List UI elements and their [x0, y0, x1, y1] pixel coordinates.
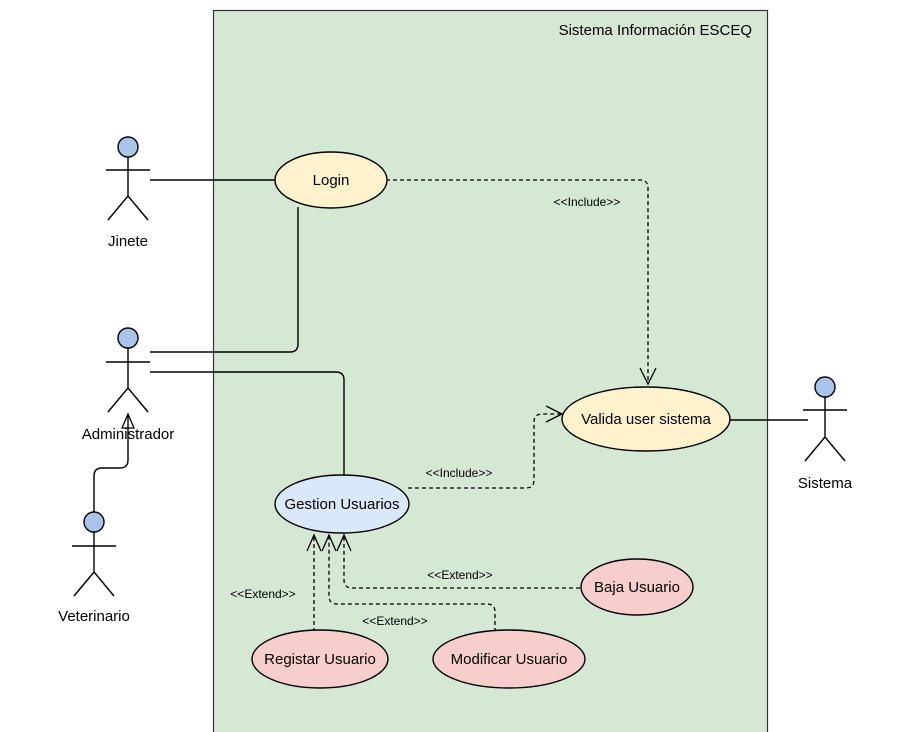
use-case-login-label: Login: [313, 172, 350, 189]
actor-jinete-head: [117, 136, 139, 158]
actor-jinete-body: [106, 157, 150, 221]
actor-administrador-head: [117, 327, 139, 349]
use-case-login[interactable]: [274, 151, 388, 209]
actor-administrador[interactable]: [106, 327, 150, 413]
include-label-login: <<Include>>: [554, 195, 621, 209]
baja-extend-gestion-line[interactable]: [343, 535, 580, 589]
login-include-valida-line[interactable]: [386, 179, 649, 384]
include-arrowhead-1: [639, 367, 657, 386]
administrador-login-association[interactable]: [150, 207, 299, 353]
actor-veterinario-head: [83, 511, 105, 533]
system-boundary[interactable]: [212, 9, 769, 732]
include-label-gestion: <<Include>>: [426, 466, 493, 480]
gestion-include-valida-line[interactable]: [408, 413, 562, 489]
use-case-modificar-usuario[interactable]: [432, 629, 586, 689]
actor-administrador-label: Administrador: [82, 426, 175, 443]
use-case-gestion-label: Gestion Usuarios: [284, 496, 399, 513]
system-title: Sistema Información ESCEQ: [559, 22, 752, 39]
administrador-gestion-association[interactable]: [150, 371, 345, 476]
generalization-arrowhead: [121, 412, 135, 429]
extend-label-baja: <<Extend>>: [427, 568, 492, 582]
actor-jinete-label: Jinete: [108, 233, 148, 250]
include-arrowhead-2: [545, 405, 564, 423]
actor-veterinario[interactable]: [72, 511, 116, 597]
use-case-valida-label: Valida user sistema: [581, 411, 711, 428]
extend-arrowhead-modificar: [321, 533, 337, 552]
actor-sistema-body: [803, 397, 847, 462]
actor-sistema-label: Sistema: [798, 475, 853, 492]
extend-label-registar: <<Extend>>: [230, 587, 295, 601]
use-case-baja-usuario[interactable]: [580, 558, 694, 616]
use-case-registar-label: Registar Usuario: [264, 651, 376, 668]
use-case-gestion-usuarios[interactable]: [274, 474, 410, 534]
modificar-extend-gestion-line[interactable]: [328, 535, 496, 632]
use-case-modificar-label: Modificar Usuario: [451, 651, 568, 668]
extend-arrowhead-registar: [306, 533, 322, 552]
actor-sistema-head: [814, 376, 836, 398]
use-case-baja-label: Baja Usuario: [594, 579, 680, 596]
extend-arrowhead-baja: [336, 533, 352, 552]
use-case-registar-usuario[interactable]: [251, 629, 389, 689]
actor-administrador-body: [106, 348, 150, 413]
extend-label-modificar: <<Extend>>: [362, 614, 427, 628]
use-case-valida-user-sistema[interactable]: [561, 386, 731, 452]
actor-veterinario-body: [72, 532, 116, 597]
veterinario-generalization-line[interactable]: [93, 416, 129, 512]
actor-sistema[interactable]: [803, 376, 847, 462]
actor-jinete[interactable]: [106, 136, 150, 221]
actor-veterinario-label: Veterinario: [58, 608, 130, 625]
